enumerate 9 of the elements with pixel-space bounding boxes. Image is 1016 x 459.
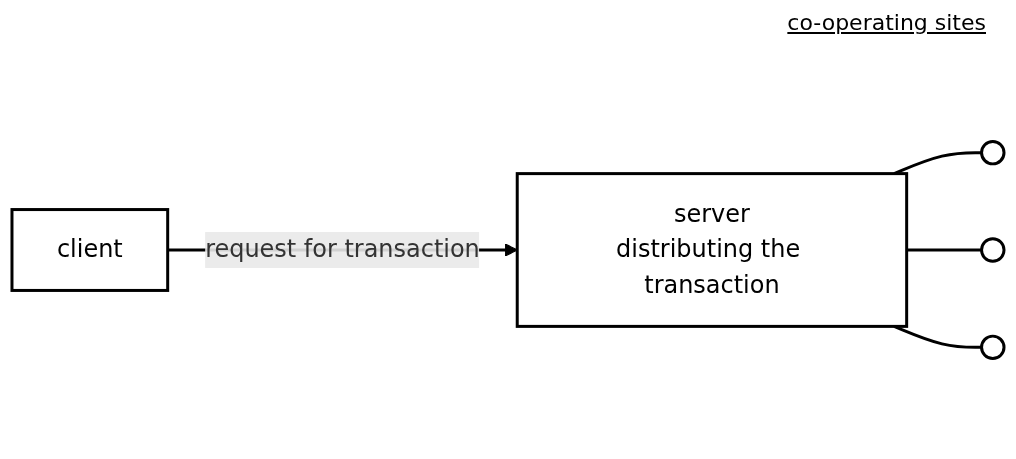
edge-label: request for transaction xyxy=(205,235,480,264)
node-circle xyxy=(980,334,1006,361)
node-circle xyxy=(980,139,1006,166)
connector xyxy=(893,325,982,349)
heading-label: co-operating sites xyxy=(787,10,986,35)
connector xyxy=(906,248,982,252)
node-circle xyxy=(980,237,1006,263)
node-box: server distributing the transaction xyxy=(515,172,909,328)
node-box: client xyxy=(10,208,170,292)
